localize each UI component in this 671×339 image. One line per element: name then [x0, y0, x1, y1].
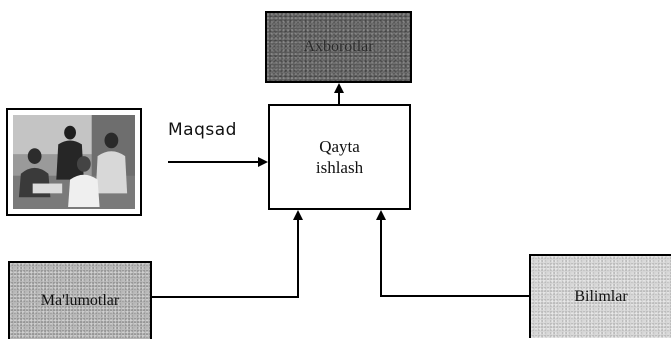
- people-meeting-photo: [6, 108, 142, 216]
- data-node: Ma'lumotlar: [8, 261, 152, 339]
- process-node: Qayta ishlash: [268, 104, 411, 210]
- arrow-knowledge-to-process: [376, 210, 529, 297]
- output-node: Axborotlar: [265, 11, 412, 83]
- knowledge-node: Bilimlar: [529, 254, 671, 338]
- process-label-line2: ishlash: [315, 158, 364, 177]
- process-label-line1: Qayta: [319, 137, 360, 156]
- output-label: Axborotlar: [303, 38, 374, 55]
- people-meeting-icon: [13, 115, 135, 209]
- arrow-data-to-process: [152, 210, 303, 298]
- data-label: Ma'lumotlar: [40, 292, 120, 309]
- goal-label: Maqsad: [168, 120, 237, 140]
- knowledge-label: Bilimlar: [574, 288, 628, 305]
